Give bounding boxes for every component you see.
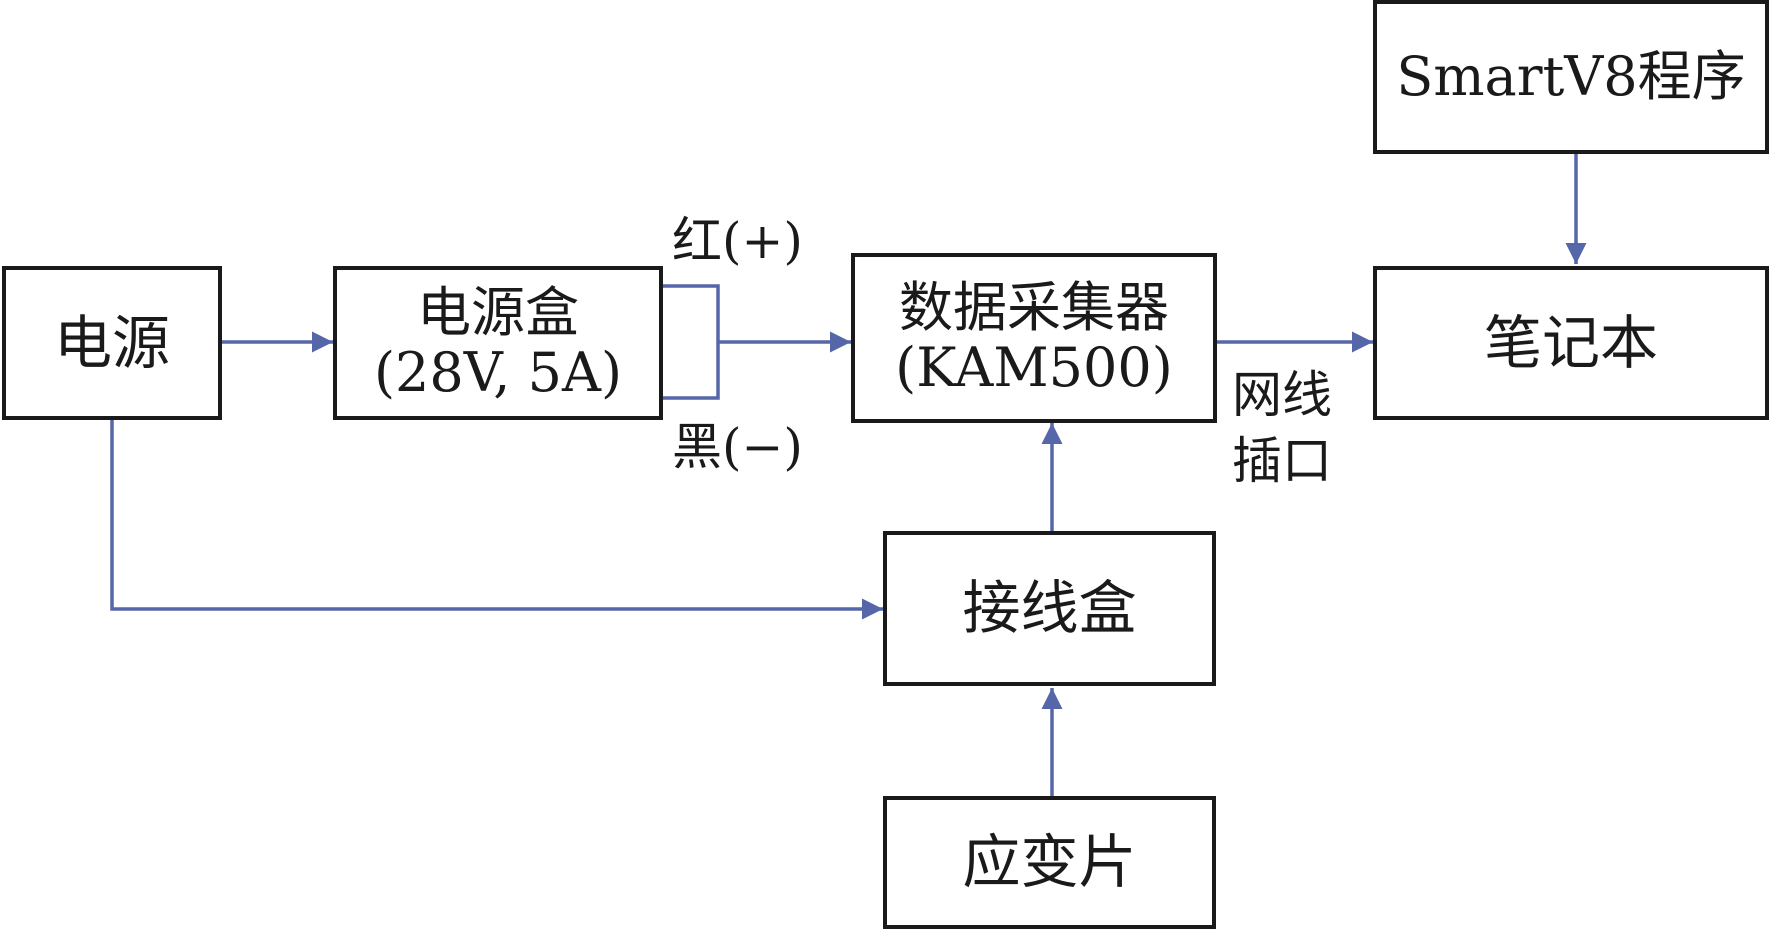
node-daq: 数据采集器 (KAM500) [851, 253, 1217, 423]
powerbox-terminal-bracket [662, 284, 720, 400]
node-strain-gauge-label: 应变片 [962, 828, 1137, 897]
label-black-wire: 黑(−) [672, 418, 803, 476]
node-power-box: 电源盒 (28V, 5A) [333, 266, 663, 420]
label-network-port-line1: 网线 [1232, 366, 1332, 424]
node-junction-box-label: 接线盒 [962, 574, 1137, 643]
node-daq-model: (KAM500) [895, 336, 1173, 399]
node-daq-title: 数据采集器 [899, 275, 1169, 339]
node-strain-gauge: 应变片 [883, 796, 1216, 929]
label-network-port-line2: 插口 [1232, 432, 1332, 490]
edge-power-to-junctionbox [110, 420, 883, 620]
node-power-box-spec: (28V, 5A) [373, 341, 623, 404]
node-power: 电源 [2, 266, 222, 420]
node-laptop: 笔记本 [1373, 266, 1769, 420]
node-power-box-title: 电源盒 [417, 280, 579, 344]
node-junction-box: 接线盒 [883, 531, 1216, 686]
node-laptop-label: 笔记本 [1483, 308, 1658, 377]
node-smartv8: SmartV8程序 [1373, 0, 1769, 154]
node-power-label: 电源 [53, 308, 170, 377]
node-smartv8-label: SmartV8程序 [1396, 44, 1746, 108]
label-red-wire: 红(+) [672, 212, 803, 270]
